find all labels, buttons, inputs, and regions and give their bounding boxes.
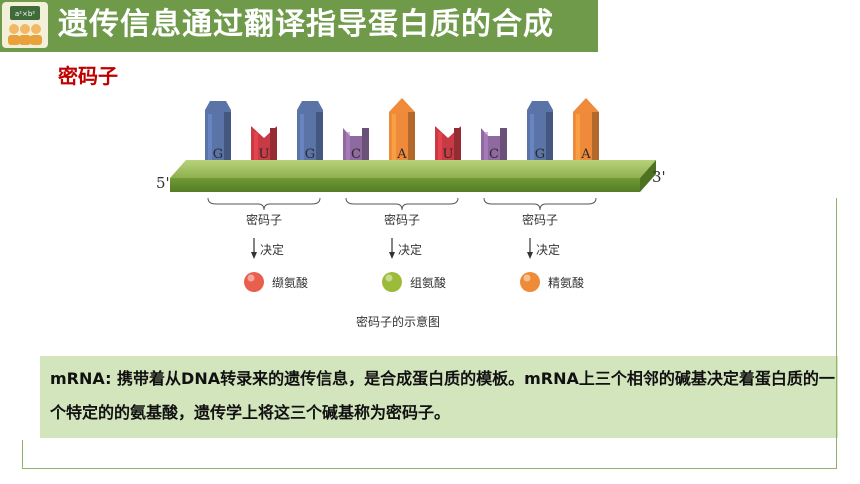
arrow-label: 决定 xyxy=(398,242,422,257)
base-shade xyxy=(592,112,599,170)
base-letter: A xyxy=(580,147,591,162)
base-letter: C xyxy=(351,147,361,162)
base-letter: G xyxy=(305,147,315,162)
ball-shine xyxy=(523,274,531,282)
amino-acid-label: 缬氨酸 xyxy=(272,275,308,290)
base-letter: U xyxy=(259,147,270,162)
amino-acid-ball-icon xyxy=(382,272,402,292)
mrna-strip-top xyxy=(170,160,656,178)
ball-shine xyxy=(385,274,393,282)
base-0-G: G xyxy=(205,101,231,170)
codon-label: 密码子 xyxy=(522,212,558,227)
frame-line-left xyxy=(22,440,23,469)
arrow-label: 决定 xyxy=(536,242,560,257)
arrow-head-icon xyxy=(251,252,257,259)
base-shade xyxy=(270,128,277,170)
info-box: mRNA: 携带着从DNA转录来的遗传信息，是合成蛋白质的模板。mRNA上三个相… xyxy=(40,356,838,438)
base-6-C: C xyxy=(481,128,507,170)
base-highlight xyxy=(346,132,350,166)
mrna-strip-side xyxy=(640,160,656,192)
base-shade xyxy=(362,128,369,170)
base-3-C: C xyxy=(343,128,369,170)
amino-acid-ball-icon xyxy=(244,272,264,292)
base-shade xyxy=(316,112,323,170)
base-highlight xyxy=(576,114,580,166)
info-text: mRNA: 携带着从DNA转录来的遗传信息，是合成蛋白质的模板。mRNA上三个相… xyxy=(50,369,835,422)
base-7-G: G xyxy=(527,101,553,170)
base-8-A: A xyxy=(573,98,599,170)
base-shade xyxy=(224,112,231,170)
logo-formula: a²×b² xyxy=(15,10,35,18)
frame-line-bottom xyxy=(22,468,836,469)
base-5-U: U xyxy=(435,126,461,170)
end-5-label: 5' xyxy=(156,174,170,192)
diagram-caption: 密码子的示意图 xyxy=(356,314,440,329)
page-title: 遗传信息通过翻译指导蛋白质的合成 xyxy=(58,7,554,42)
arrow-head-icon xyxy=(389,252,395,259)
base-shade xyxy=(408,112,415,170)
base-highlight xyxy=(208,114,212,166)
base-highlight xyxy=(484,132,488,166)
base-letter: C xyxy=(489,147,499,162)
codon-brace xyxy=(345,197,459,211)
mrna-strip-front xyxy=(170,178,640,192)
end-3-label: 3' xyxy=(652,168,666,186)
frame-line-right xyxy=(836,198,837,469)
ball-shine xyxy=(247,274,255,282)
students-logo-icon: a²×b² xyxy=(2,2,48,48)
base-shade xyxy=(546,112,553,170)
base-shade xyxy=(500,128,507,170)
base-shade xyxy=(454,128,461,170)
amino-acid-ball-icon xyxy=(520,272,540,292)
codon-label: 密码子 xyxy=(384,212,420,227)
base-4-A: A xyxy=(389,98,415,170)
base-highlight xyxy=(392,114,396,166)
base-letter: A xyxy=(396,147,407,162)
codon-label: 密码子 xyxy=(246,212,282,227)
amino-acid-label: 组氨酸 xyxy=(410,275,446,290)
base-highlight xyxy=(438,132,442,166)
arrow-label: 决定 xyxy=(260,242,284,257)
codon-brace xyxy=(207,197,321,211)
base-letter: U xyxy=(443,147,454,162)
amino-acid-label: 精氨酸 xyxy=(548,275,584,290)
base-highlight xyxy=(530,114,534,166)
base-highlight xyxy=(300,114,304,166)
title-bar: a²×b² 遗传信息通过翻译指导蛋白质的合成 xyxy=(0,0,598,52)
section-subtitle: 密码子 xyxy=(58,64,118,88)
arrow-head-icon xyxy=(527,252,533,259)
base-letter: G xyxy=(535,147,545,162)
codon-brace xyxy=(483,197,597,211)
base-highlight xyxy=(254,132,258,166)
base-2-G: G xyxy=(297,101,323,170)
base-letter: G xyxy=(213,147,223,162)
base-1-U: U xyxy=(251,126,277,170)
